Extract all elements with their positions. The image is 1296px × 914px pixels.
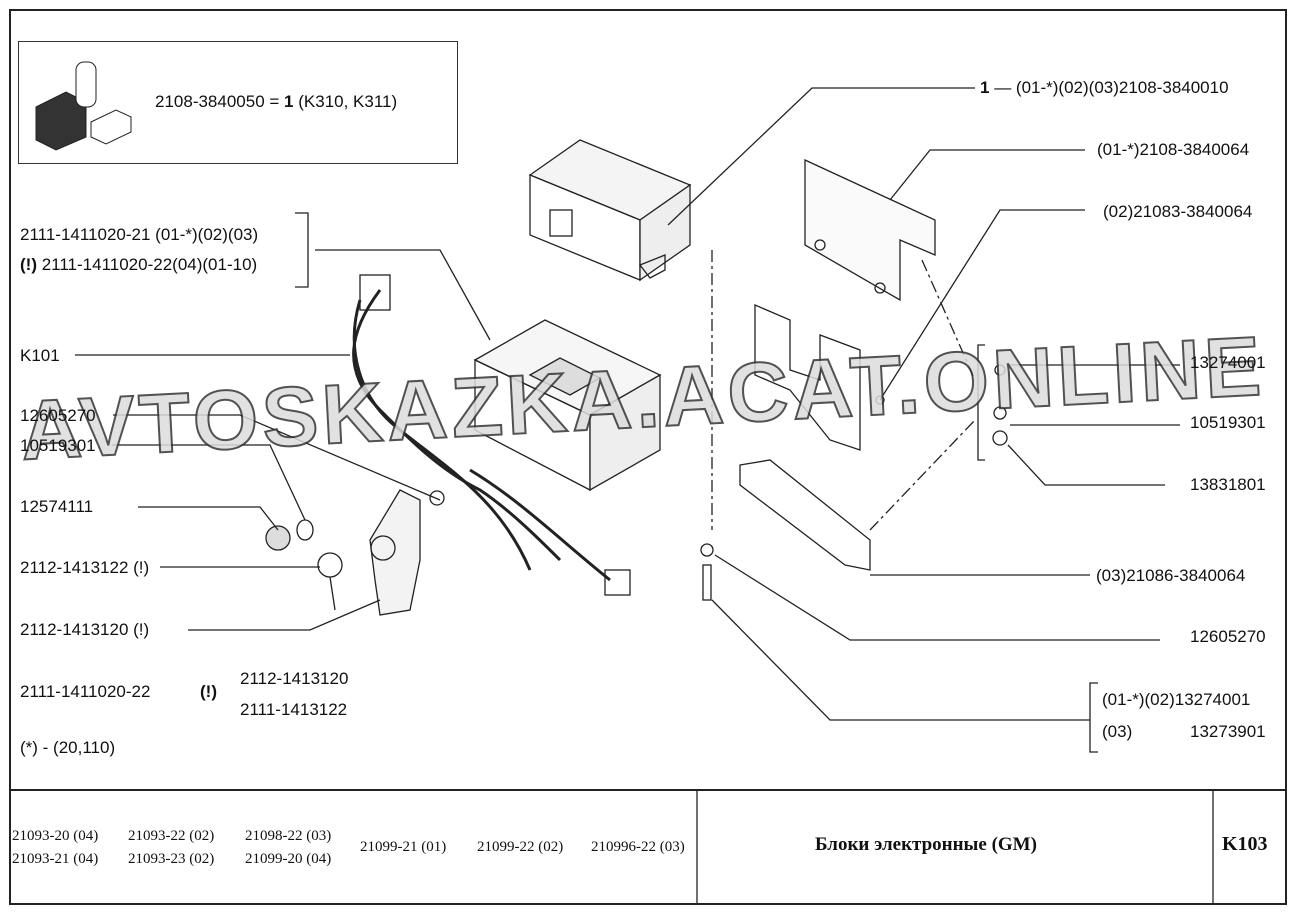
leader-lines [75, 87, 1180, 721]
harness-connector [359, 274, 391, 311]
label-bolt-b: 13273901 [1190, 722, 1266, 741]
note-part-b: 2111-1413122 [240, 700, 348, 719]
label-ecu: 1 — (01-*)(02)(03)2108-3840010 [980, 78, 1229, 97]
note-harness: 2111-1411020-22 [20, 682, 151, 701]
fastener-drawing [700, 364, 1008, 601]
label-10519301: 10519301 [20, 436, 96, 455]
label-10519301-right: 10519301 [1190, 413, 1266, 432]
harness-connector [604, 569, 631, 596]
label-bracket-01: (01-*)2108-3840064 [1097, 140, 1250, 159]
model-code: 21099-22 (02) [477, 839, 564, 855]
note-mark: (!) [200, 682, 217, 701]
model-code: 21093-20 (04) [12, 828, 99, 844]
label-k101: K101 [20, 346, 60, 365]
ecu-unit-drawing [528, 139, 692, 282]
wiring-harness-drawing [352, 289, 611, 582]
label-bracket-03: (03)21086-3840064 [1096, 566, 1246, 585]
label-bolt-a: (01-*)(02)13274001 [1102, 690, 1251, 709]
inset-part-text: 2108-3840050 = 1 (K310, K311) [155, 92, 398, 111]
label-bracket-02: (02)21083-3840064 [1103, 202, 1253, 221]
label-12605270: 12605270 [20, 406, 96, 425]
drawing-frame [9, 9, 1287, 905]
model-code: 21093-22 (02) [128, 828, 215, 844]
label-harness-21: 2111-1411020-21 (01-*)(02)(03) [20, 225, 259, 244]
label-harness-22: (!) 2111-1411020-22(04)(01-10) [20, 255, 258, 274]
model-code: 21093-21 (04) [12, 851, 99, 867]
model-code: 21093-23 (02) [128, 851, 215, 867]
label-bolt-b-code: (03) [1102, 722, 1133, 741]
label-2112-1413122: 2112-1413122 (!) [20, 558, 150, 577]
label-13274001: 13274001 [1190, 353, 1266, 372]
note-star: (*) - (20,110) [20, 738, 116, 757]
knock-sensor-drawing [265, 489, 445, 616]
label-13831801: 13831801 [1190, 475, 1266, 494]
label-2112-1413120: 2112-1413120 (!) [20, 620, 150, 639]
label-12574111: 12574111 [20, 497, 94, 516]
applicability-inset: 2108-3840050 = 1 (K310, K311) [18, 41, 458, 164]
controller-drawing [473, 319, 662, 492]
bracket-drawing [739, 158, 936, 571]
page-number: K103 [1222, 833, 1268, 855]
page-title: Блоки электронные (GM) [815, 834, 1037, 855]
model-code: 21099-21 (01) [360, 839, 447, 855]
model-code: 21098-22 (03) [245, 828, 332, 844]
model-code: 210996-22 (03) [591, 839, 685, 855]
model-code: 21099-20 (04) [245, 851, 332, 867]
relay-icon [35, 61, 132, 151]
note-part-a: 2112-1413120 [240, 669, 349, 688]
label-12605270-right: 12605270 [1190, 627, 1266, 646]
